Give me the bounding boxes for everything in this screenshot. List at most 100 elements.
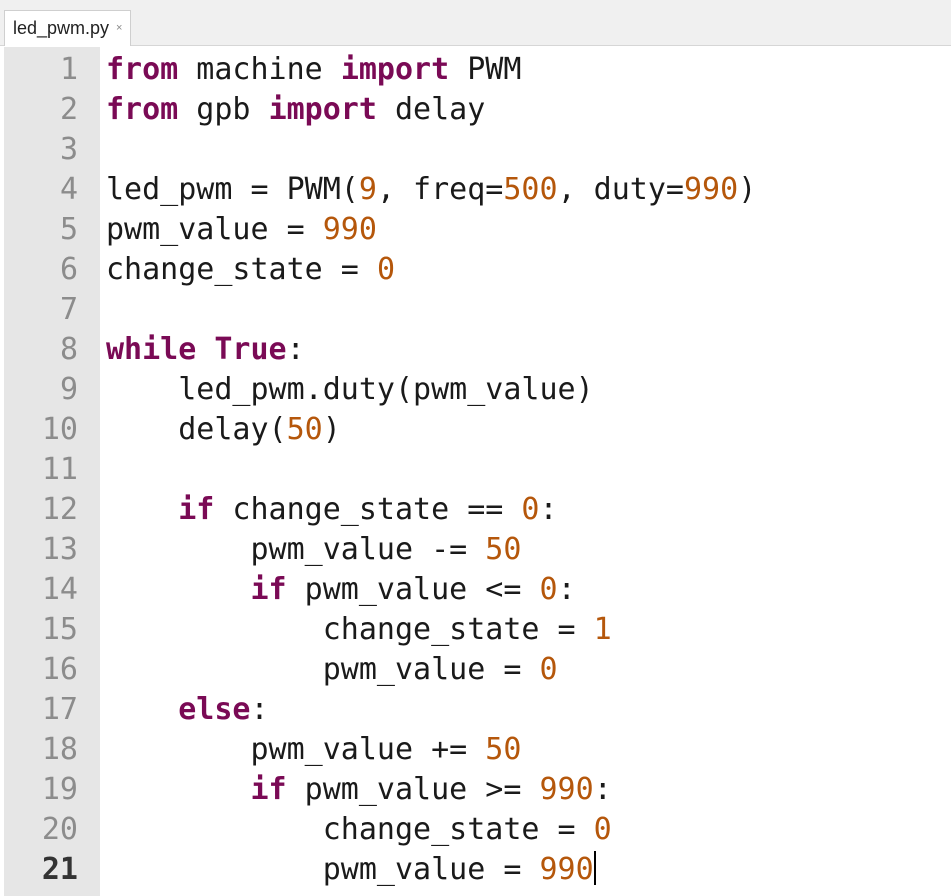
code-line[interactable]: 17 else: — [4, 690, 951, 730]
line-number: 2 — [59, 92, 78, 127]
keyword-token: import — [340, 52, 450, 87]
number-token: 990 — [539, 772, 594, 807]
keyword-token: if — [178, 492, 215, 527]
code-text: pwm_value -= 50 — [106, 530, 521, 570]
code-text: else: — [106, 690, 269, 730]
code-token: : — [250, 692, 269, 727]
code-token: gpb — [178, 92, 269, 127]
code-token: machine — [178, 52, 341, 87]
code-line[interactable]: 18 pwm_value += 50 — [4, 730, 951, 770]
line-number: 19 — [41, 772, 78, 807]
code-text: if pwm_value >= 990: — [106, 770, 612, 810]
code-token — [106, 772, 251, 807]
line-number: 11 — [41, 452, 78, 487]
code-token: delay( — [106, 412, 287, 447]
code-token: , duty= — [557, 172, 684, 207]
code-token: ) — [738, 172, 757, 207]
line-number: 15 — [41, 612, 78, 647]
line-number-gutter — [4, 47, 100, 896]
file-tab-title: led_pwm.py — [13, 18, 110, 38]
keyword-token: if — [250, 772, 287, 807]
code-token: : — [539, 492, 558, 527]
code-line[interactable]: 16 pwm_value = 0 — [4, 650, 951, 690]
code-text: change_state = 0 — [106, 250, 395, 290]
code-line[interactable]: 19 if pwm_value >= 990: — [4, 770, 951, 810]
code-text: pwm_value += 50 — [106, 730, 521, 770]
code-line[interactable]: 5 pwm_value = 990 — [4, 210, 951, 250]
code-line[interactable]: 10 delay(50) — [4, 410, 951, 450]
code-line[interactable]: 9 led_pwm.duty(pwm_value) — [4, 370, 951, 410]
code-text: led_pwm = PWM(9, freq=500, duty=990) — [106, 170, 756, 210]
code-line[interactable]: 12 if change_state == 0: — [4, 490, 951, 530]
code-token: pwm_value -= — [106, 532, 486, 567]
code-text: if pwm_value <= 0: — [106, 570, 576, 610]
code-token: change_state == — [214, 492, 522, 527]
code-line[interactable]: 20 change_state = 0 — [4, 810, 951, 850]
code-line[interactable]: 7 — [4, 290, 951, 330]
code-text: pwm_value = 990 — [106, 850, 596, 890]
line-number: 12 — [41, 492, 78, 527]
code-token: pwm_value = — [106, 652, 540, 687]
number-token: 50 — [485, 532, 522, 567]
file-tab[interactable]: led_pwm.py × — [4, 10, 132, 46]
line-number: 13 — [41, 532, 78, 567]
tab-bar: led_pwm.py × — [0, 0, 951, 46]
keyword-token: import — [268, 92, 377, 127]
code-line[interactable]: 3 — [4, 130, 951, 170]
line-number: 5 — [59, 212, 78, 247]
code-token: ) — [322, 412, 341, 447]
line-number: 14 — [41, 572, 78, 607]
code-token — [196, 332, 214, 367]
code-token: : — [286, 332, 305, 367]
code-text-area[interactable] — [100, 47, 951, 896]
number-token: 0 — [521, 492, 540, 527]
code-text: change_state = 1 — [106, 610, 612, 650]
number-token: 500 — [503, 172, 558, 207]
keyword-token: True — [214, 332, 287, 367]
code-token: pwm_value >= — [286, 772, 540, 807]
close-icon[interactable]: × — [116, 22, 123, 34]
number-token: 50 — [286, 412, 323, 447]
keyword-token: from — [106, 92, 179, 127]
code-text: pwm_value = 990 — [106, 210, 377, 250]
code-line[interactable]: 14 if pwm_value <= 0: — [4, 570, 951, 610]
number-token: 990 — [322, 212, 377, 247]
text-cursor — [593, 851, 596, 885]
line-number: 9 — [59, 372, 78, 407]
number-token: 990 — [539, 852, 594, 887]
code-text: delay(50) — [106, 410, 341, 450]
code-token: change_state = — [106, 812, 594, 847]
code-line[interactable]: 11 — [4, 450, 951, 490]
code-line[interactable]: 15 change_state = 1 — [4, 610, 951, 650]
line-number: 1 — [59, 52, 78, 87]
code-token — [106, 492, 178, 527]
number-token: 50 — [485, 732, 522, 767]
number-token: 9 — [358, 172, 377, 207]
code-token: change_state = — [106, 612, 594, 647]
keyword-token: else — [178, 692, 251, 727]
keyword-token: from — [106, 52, 179, 87]
code-line[interactable]: 21 pwm_value = 990 — [4, 850, 951, 890]
code-text: while True: — [106, 330, 305, 370]
code-token: change_state = — [106, 252, 377, 287]
code-token: pwm_value = — [106, 212, 323, 247]
line-number: 7 — [59, 292, 78, 327]
code-token — [106, 572, 251, 607]
code-token: : — [557, 572, 576, 607]
keyword-token: while — [106, 332, 197, 367]
code-token: : — [593, 772, 612, 807]
code-text: pwm_value = 0 — [106, 650, 558, 690]
code-token: led_pwm = PWM( — [106, 172, 359, 207]
line-number: 4 — [59, 172, 78, 207]
code-token — [106, 692, 178, 727]
line-number: 3 — [59, 132, 78, 167]
code-token: pwm_value += — [106, 732, 486, 767]
code-line[interactable]: 13 pwm_value -= 50 — [4, 530, 951, 570]
line-number: 21 — [41, 852, 78, 887]
